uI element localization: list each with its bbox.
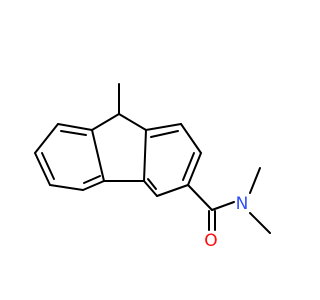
bond-n-methyl-down [249,212,271,234]
bond-c5-c4a [143,180,158,197]
bond-c9a-c1 [57,123,93,131]
bond-carbonyl-n [211,201,235,211]
bond-c9a-c1-inner [60,130,87,136]
bond-c2-c3-inner [41,152,55,180]
bond-c9-c8a [118,113,147,131]
bond-c8a-c8 [145,123,182,131]
bond-c9-c9a [91,113,120,131]
nitrogen-atom-label: N [236,194,249,214]
bond-c3-c4 [49,184,84,191]
bond-c4-c4b-inner [83,175,101,184]
bond-c9a-c4b [91,129,105,182]
oxygen-atom-label: O [204,231,217,251]
molecule-structure: N O [34,83,271,251]
bond-c7-c6 [187,152,202,186]
bond-c6-c5 [156,184,189,197]
bond-c5-c4a-inner [147,178,157,190]
bond-c7-c6-inner [182,152,195,181]
bond-c8a-c4a [143,129,147,182]
bond-c6-carbonyl [187,184,213,211]
bond-n-methyl-up [249,167,261,194]
bond-c8-c7 [180,123,202,154]
bond-c8a-c8-inner [150,130,179,138]
bond-c1-c2 [34,123,59,154]
bond-c4-c4b [82,180,105,191]
bond-c2-c3 [34,152,51,186]
